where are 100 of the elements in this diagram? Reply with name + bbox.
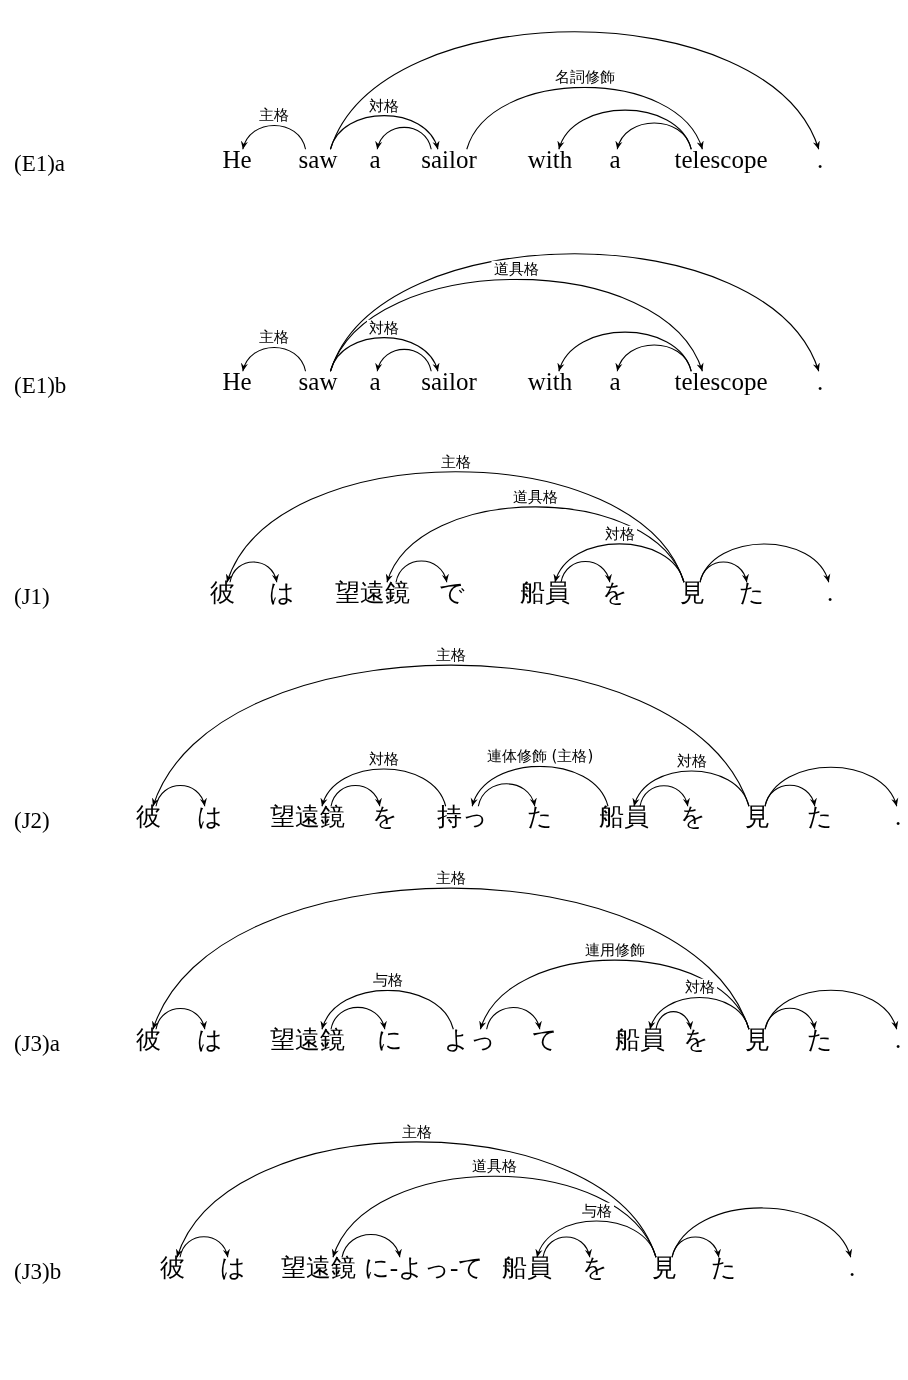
dependency-arrow	[486, 1007, 541, 1030]
edge-label: 与格	[370, 972, 405, 990]
word: 見	[744, 1026, 770, 1054]
dependency-arrow	[649, 996, 750, 1030]
word: .	[848, 1254, 856, 1282]
edge-label: 主格	[257, 329, 292, 347]
word: 見	[744, 803, 770, 831]
word: .	[816, 146, 824, 174]
word: telescope	[674, 146, 768, 174]
word: を	[683, 1026, 709, 1054]
edge-label: 対格	[602, 525, 637, 543]
dependency-arrow	[242, 346, 307, 372]
edge-label: 主格	[438, 453, 473, 471]
edge-label: 対格	[366, 750, 401, 769]
dependency-arrow	[155, 784, 206, 807]
word: た	[807, 1026, 833, 1054]
edge-label: 連用修飾	[582, 941, 647, 960]
dependency-arrow	[332, 1175, 657, 1258]
edge-label: 名詞修飾	[552, 69, 617, 87]
word: .	[826, 579, 834, 607]
word: He	[222, 368, 252, 396]
word: た	[527, 803, 553, 831]
word: .	[816, 368, 824, 396]
dependency-arrow	[542, 1236, 591, 1258]
word: に	[377, 1026, 403, 1054]
edge-label: 主格	[434, 869, 468, 888]
dependency-arrow	[616, 344, 692, 372]
word: a	[609, 146, 621, 174]
word: telescope	[674, 368, 768, 396]
word: を	[582, 1254, 608, 1282]
example-label: (J2)	[14, 808, 50, 834]
dependency-arrow	[764, 766, 898, 807]
dependency-arrow	[466, 86, 703, 150]
word: sailor	[421, 368, 477, 396]
word: a	[369, 146, 381, 174]
edge-label: 対格	[674, 752, 709, 770]
dependency-arrow	[376, 126, 432, 150]
dependency-arrow	[321, 768, 447, 807]
dependency-arrow	[477, 783, 536, 807]
dependency-arrow	[616, 122, 692, 150]
word: 見	[679, 579, 705, 607]
word: は	[269, 579, 295, 607]
dependency-arrow	[554, 543, 685, 583]
edge-label: 道具格	[491, 261, 541, 279]
word: た	[711, 1254, 737, 1282]
edge-label: 対格	[682, 979, 717, 997]
word: saw	[298, 146, 338, 174]
edge-label: 主格	[434, 646, 468, 665]
dependency-arrow	[179, 1236, 229, 1258]
word: 船員	[599, 803, 649, 831]
word: a	[609, 368, 621, 396]
edge-label: 主格	[257, 107, 292, 125]
word: を	[372, 803, 398, 831]
dependency-arrow	[321, 989, 454, 1030]
word: を	[680, 803, 706, 831]
dependency-arrow	[229, 561, 278, 583]
dependency-arrow	[242, 124, 307, 150]
dependency-arrow	[764, 989, 898, 1030]
word: a	[369, 368, 381, 396]
word: 彼	[135, 803, 161, 831]
example-label: (E1)b	[14, 373, 67, 399]
word: て	[532, 1026, 558, 1054]
word: 船員	[615, 1026, 665, 1054]
dependency-arrow	[536, 1220, 657, 1258]
dependency-arrow	[671, 1236, 720, 1258]
word: た	[739, 579, 765, 607]
word: 彼	[209, 579, 235, 607]
word: He	[222, 146, 252, 174]
edge-label: 道具格	[470, 1157, 519, 1176]
word: 彼	[159, 1254, 185, 1282]
word: with	[527, 146, 573, 174]
example-label: (J3)a	[14, 1031, 60, 1057]
word: 船員	[502, 1254, 552, 1282]
word: 持っ	[436, 803, 488, 831]
word: に-よっ-て	[363, 1254, 485, 1282]
dependency-arrow	[560, 560, 611, 583]
example-label: (J1)	[14, 584, 50, 610]
dependency-arrow	[764, 1007, 816, 1030]
dependency-arrow	[152, 664, 750, 807]
word: 望遠鏡	[280, 1254, 356, 1282]
word: 望遠鏡	[269, 1026, 345, 1054]
edge-label: 対格	[367, 319, 402, 337]
dependency-arrow	[376, 348, 432, 372]
word: 望遠鏡	[269, 803, 345, 831]
word: 見	[651, 1254, 677, 1282]
dependency-arrow	[558, 331, 692, 372]
word: saw	[298, 368, 338, 396]
word: は	[197, 803, 223, 831]
word: は	[197, 1026, 223, 1054]
word: よっ	[444, 1026, 496, 1054]
dependency-arrow	[341, 1233, 401, 1258]
dependency-arrow	[699, 561, 748, 583]
word: 船員	[520, 579, 570, 607]
word: .	[894, 1026, 902, 1054]
word: を	[602, 579, 628, 607]
edge-label: 主格	[399, 1123, 434, 1141]
word: で	[439, 579, 465, 607]
dependency-arrow	[386, 506, 685, 583]
word: 彼	[135, 1026, 161, 1054]
dependency-arrow	[330, 784, 381, 807]
